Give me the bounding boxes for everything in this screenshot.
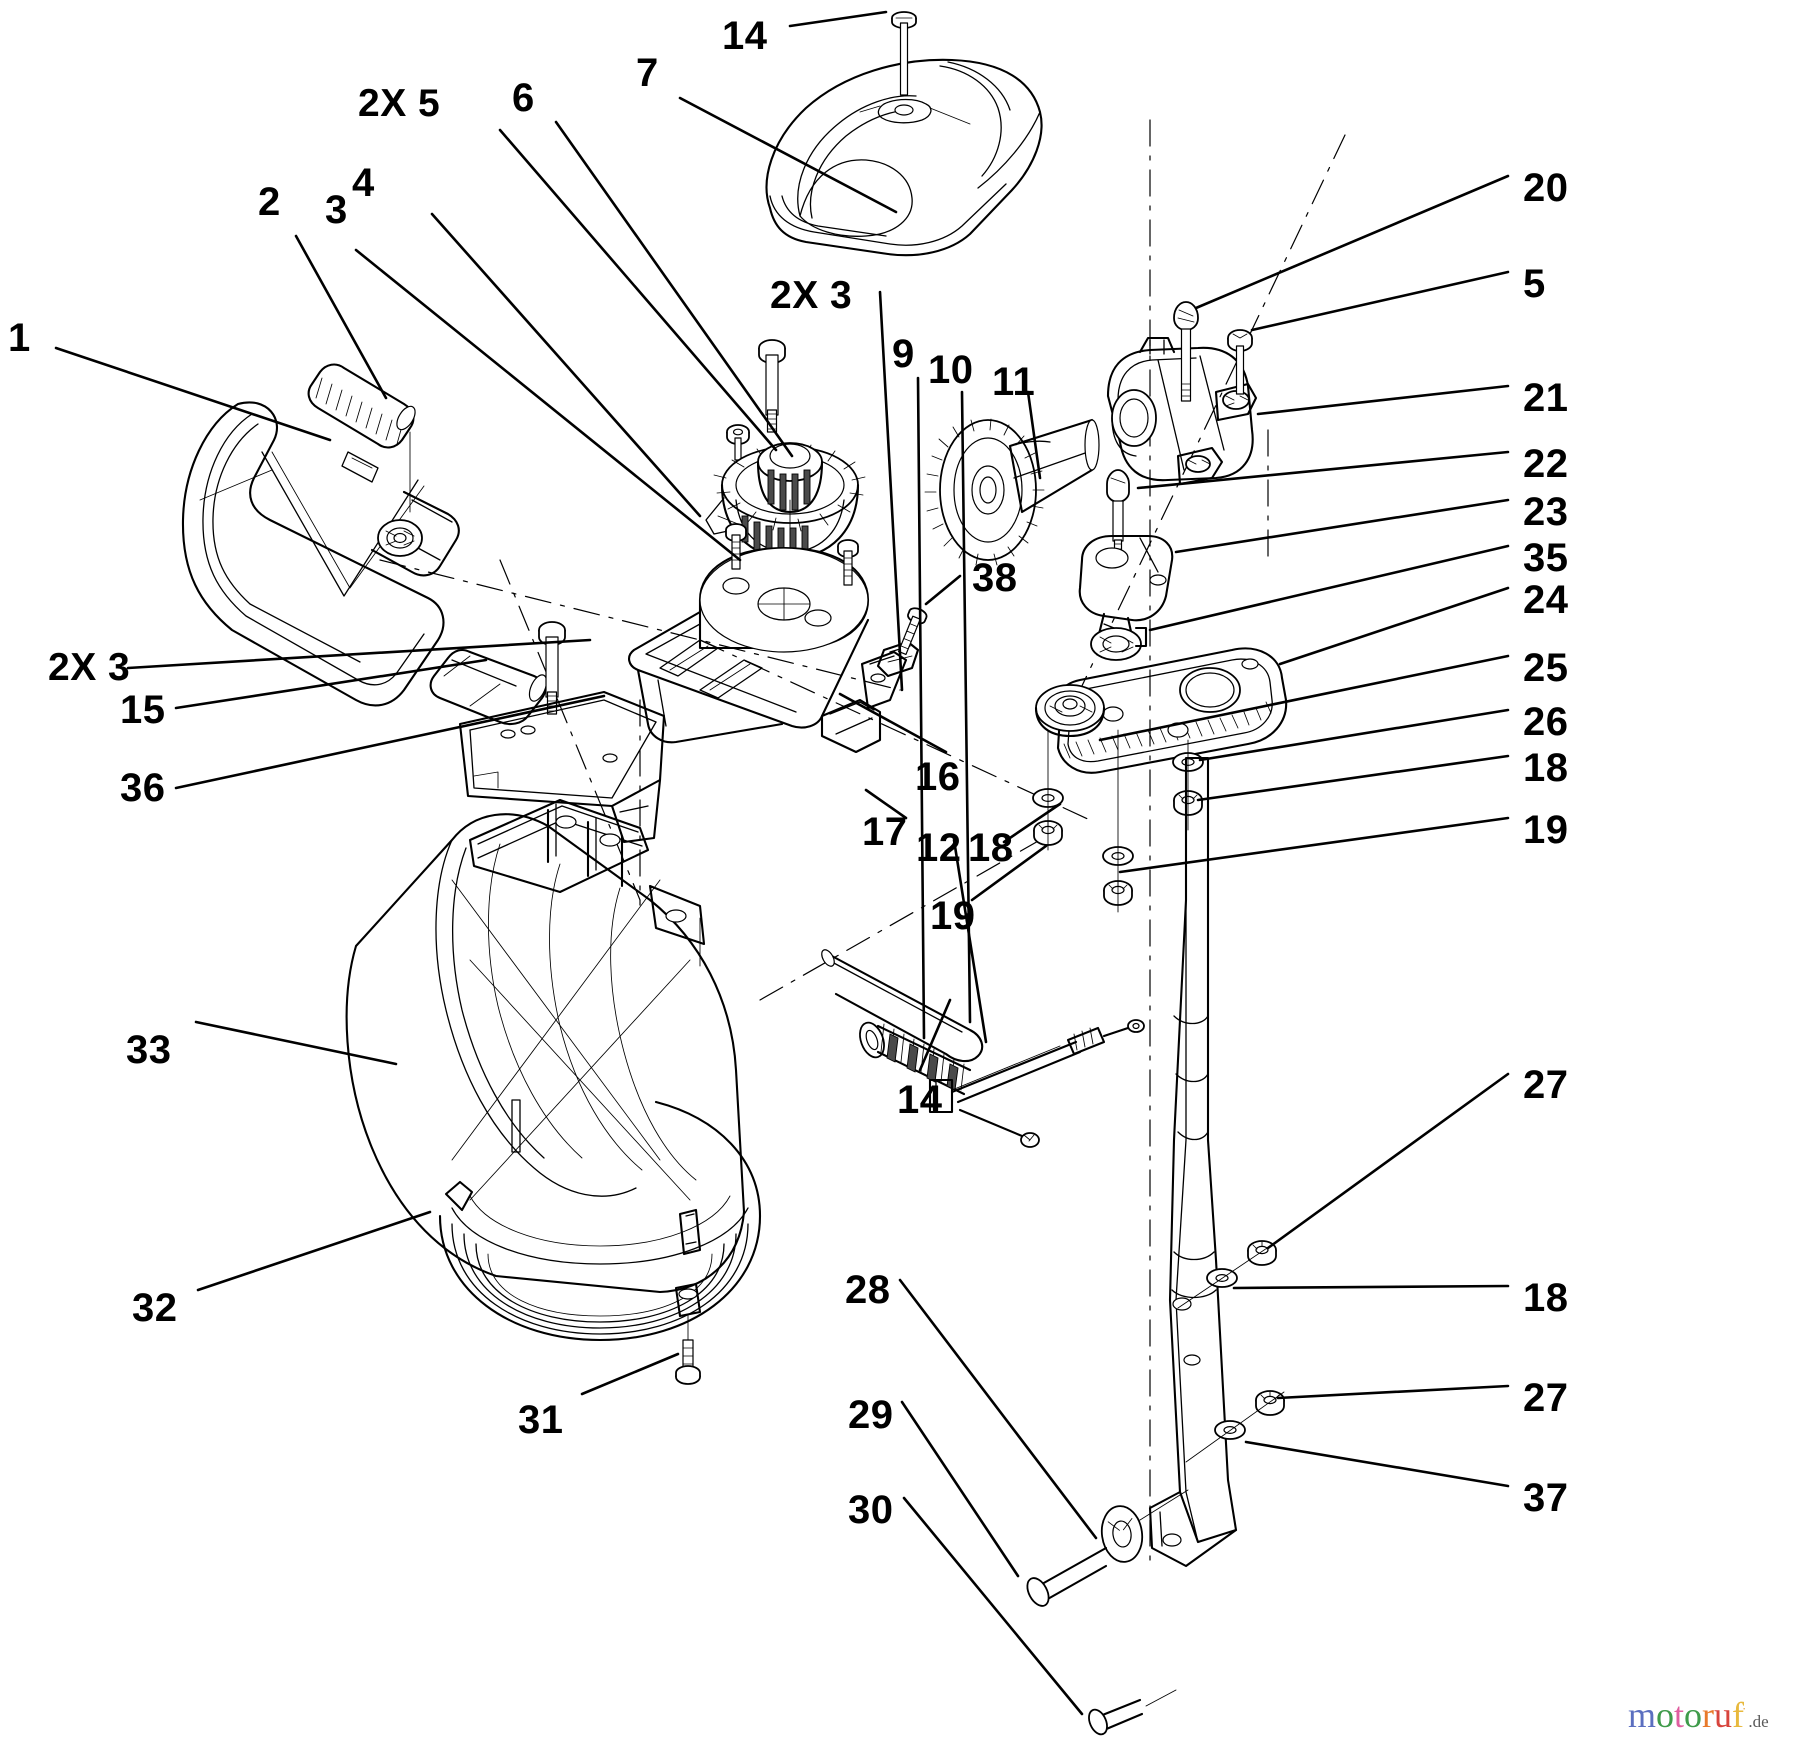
fastener-30 bbox=[1088, 1689, 1177, 1736]
part-handle-tube bbox=[1148, 756, 1238, 1568]
callout-10: 10 bbox=[928, 348, 974, 392]
callout-30: 30 bbox=[848, 1488, 894, 1532]
watermark-letter: m bbox=[1628, 1695, 1657, 1735]
callout-20: 20 bbox=[1523, 166, 1569, 210]
watermark-letter: u bbox=[1714, 1695, 1733, 1735]
callout-24: 24 bbox=[1523, 578, 1569, 622]
callout-21: 21 bbox=[1523, 376, 1569, 420]
part-screw-14-top bbox=[891, 11, 917, 96]
fastener-27-lower bbox=[1185, 1390, 1285, 1463]
fastener-stack-right-c bbox=[1032, 729, 1064, 851]
watermark-letter: f bbox=[1732, 1695, 1745, 1735]
callout-32: 32 bbox=[132, 1286, 178, 1330]
callout-27: 27 bbox=[1523, 1376, 1569, 1420]
part-screw-31 bbox=[675, 1339, 701, 1385]
part-top-shroud bbox=[765, 58, 1043, 257]
callout-18: 18 bbox=[968, 826, 1014, 870]
callout-22: 22 bbox=[1523, 442, 1569, 486]
part-discharge-chute bbox=[345, 798, 746, 1294]
callout-2: 2 bbox=[258, 180, 281, 224]
fastener-stack-right-a bbox=[1172, 739, 1204, 831]
callout-18: 18 bbox=[1523, 1276, 1569, 1320]
callout-4: 4 bbox=[352, 161, 375, 205]
callout-26: 26 bbox=[1523, 700, 1569, 744]
part-knob-bolt-20 bbox=[1173, 301, 1199, 402]
callout-7: 7 bbox=[636, 51, 659, 95]
callout-5: 5 bbox=[1523, 262, 1546, 306]
watermark-accent-dot: · bbox=[1742, 1701, 1747, 1716]
part-nut-4 bbox=[726, 424, 750, 461]
part-base-plate bbox=[628, 546, 908, 754]
watermark-letter: o bbox=[1656, 1695, 1675, 1735]
callout-14: 14 bbox=[722, 14, 768, 58]
part-bushing-35 bbox=[1090, 626, 1148, 661]
callout-6: 6 bbox=[512, 76, 535, 120]
callout-2x-3: 2X 3 bbox=[48, 646, 131, 689]
callout-19: 19 bbox=[1523, 808, 1569, 852]
callout-31: 31 bbox=[518, 1398, 564, 1442]
part-handle-bracket bbox=[1106, 336, 1258, 486]
callout-38: 38 bbox=[972, 556, 1018, 600]
callout-17: 17 bbox=[862, 810, 908, 854]
callout-2x-5: 2X 5 bbox=[358, 82, 441, 125]
callout-25: 25 bbox=[1523, 646, 1569, 690]
part-mounting-bracket-36 bbox=[458, 690, 666, 844]
part-handle-guard-loop bbox=[181, 401, 460, 707]
callout-37: 37 bbox=[1523, 1476, 1569, 1520]
fastener-28-29 bbox=[1026, 1489, 1189, 1607]
part-bevel-gear-shaft bbox=[924, 418, 1100, 566]
watermark-suffix: .de bbox=[1748, 1712, 1769, 1731]
callout-23: 23 bbox=[1523, 490, 1569, 534]
part-bolt-6 bbox=[758, 339, 786, 433]
callout-27: 27 bbox=[1523, 1063, 1569, 1107]
leader-lines bbox=[54, 10, 1510, 1716]
callout-2x-3: 2X 3 bbox=[770, 274, 853, 317]
callout-12: 12 bbox=[916, 826, 962, 870]
part-spring-sleeve bbox=[307, 363, 416, 513]
part-shoulder-bolt-22 bbox=[1106, 469, 1130, 557]
callout-35: 35 bbox=[1523, 536, 1569, 580]
part-bolt-3-bracket bbox=[538, 621, 566, 715]
callout-1: 1 bbox=[8, 316, 31, 360]
fastener-27-upper bbox=[1177, 1240, 1277, 1309]
callout-11: 11 bbox=[992, 360, 1036, 404]
fastener-stack-right-b bbox=[1102, 729, 1134, 913]
part-pinion-gear bbox=[705, 442, 866, 601]
part-nut-5 bbox=[1227, 329, 1253, 395]
callout-3: 3 bbox=[325, 188, 348, 232]
callout-33: 33 bbox=[126, 1028, 172, 1072]
part-screw-38 bbox=[897, 607, 928, 656]
part-control-arm bbox=[1034, 647, 1288, 774]
callout-16: 16 bbox=[915, 755, 961, 799]
watermark-letter: r bbox=[1702, 1695, 1715, 1735]
motoruf-watermark: motoruf·.de bbox=[1628, 1694, 1769, 1736]
callout-19: 19 bbox=[930, 894, 976, 938]
callout-15: 15 bbox=[120, 688, 166, 732]
callout-29: 29 bbox=[848, 1393, 894, 1437]
callout-18: 18 bbox=[1523, 746, 1569, 790]
callout-9: 9 bbox=[892, 332, 915, 376]
part-chute-base-ring bbox=[438, 1100, 762, 1342]
watermark-letter: t bbox=[1674, 1695, 1685, 1735]
part-extension-spring-cable bbox=[821, 949, 1145, 1148]
part-roll-pin-15 bbox=[429, 648, 548, 726]
callout-36: 36 bbox=[120, 766, 166, 810]
callout-14: 14 bbox=[897, 1078, 943, 1122]
callout-28: 28 bbox=[845, 1268, 891, 1312]
watermark-letter: o bbox=[1684, 1695, 1703, 1735]
